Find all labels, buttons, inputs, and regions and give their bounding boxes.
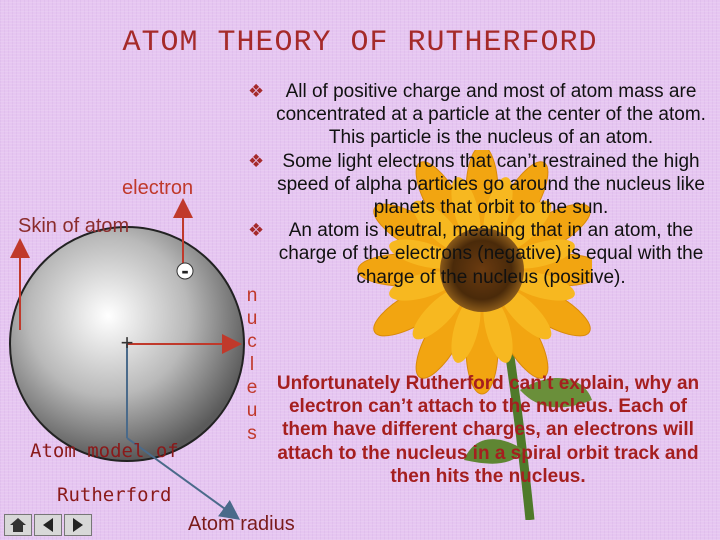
nucleus-letter: c	[247, 331, 257, 352]
atom-model-label: Atom model of	[30, 440, 179, 462]
forward-icon	[73, 518, 83, 532]
bullet-text: An atom is neutral, meaning that in an a…	[278, 220, 704, 288]
slide-navigation	[4, 514, 92, 538]
bullet-list: ❖ All of positive charge and most of ato…	[248, 80, 708, 289]
diamond-bullet-icon: ❖	[248, 81, 265, 102]
home-button[interactable]	[4, 514, 32, 536]
nucleus-letter: n	[246, 285, 258, 306]
nucleus-letter: s	[247, 423, 257, 444]
bullet-text: Some light electrons that can’t restrain…	[277, 150, 705, 219]
nucleus-letter: u	[246, 400, 258, 421]
nucleus-letter: l	[249, 354, 255, 375]
nucleus-vertical-label: n u c l e u s	[244, 284, 260, 445]
limitation-note: Unfortunately Rutherford can’t explain, …	[276, 373, 700, 487]
nucleus-plus-sign: +	[120, 330, 134, 355]
nucleus-letter: u	[246, 308, 258, 329]
electron-dot	[176, 262, 194, 280]
diamond-bullet-icon: ❖	[248, 220, 265, 242]
previous-slide-button[interactable]	[34, 514, 62, 536]
diamond-bullet-icon: ❖	[248, 150, 265, 172]
bullet-text: All of positive charge and most of atom …	[276, 81, 706, 149]
sunflower-image	[357, 150, 592, 520]
back-icon	[43, 518, 53, 532]
skin-of-atom-label: Skin of atom	[18, 215, 130, 237]
bullet-item: ❖ All of positive charge and most of ato…	[248, 80, 708, 150]
nucleus-letter: e	[246, 377, 258, 398]
radius-arrow	[126, 437, 241, 520]
bullet-item: ❖ Some light electrons that can’t restra…	[248, 150, 708, 220]
home-icon	[10, 518, 26, 532]
electron-minus-sign: -	[181, 258, 189, 283]
electron-label: electron	[122, 177, 194, 199]
bullet-item: ❖ An atom is neutral, meaning that in an…	[248, 219, 708, 289]
slide-title: ATOM THEORY OF RUTHERFORD	[122, 26, 598, 60]
next-slide-button[interactable]	[64, 514, 92, 536]
rutherford-label: Rutherford	[57, 484, 172, 506]
atom-radius-label: Atom radius	[188, 513, 295, 535]
